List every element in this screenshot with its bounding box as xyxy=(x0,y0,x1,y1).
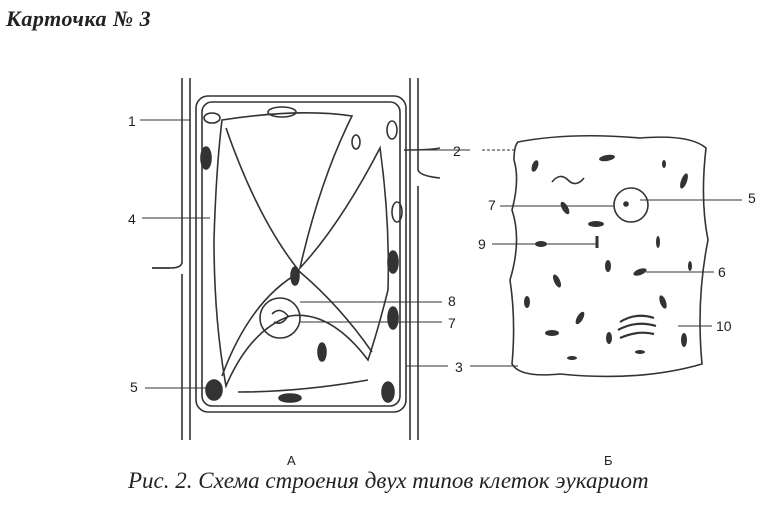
plant-cell xyxy=(152,78,441,440)
label-4: 4 xyxy=(128,211,136,227)
label-5-plant: 5 xyxy=(130,379,138,395)
chloroplast xyxy=(387,306,399,330)
label-7-animal: 7 xyxy=(488,197,496,213)
label-5-animal: 5 xyxy=(748,190,756,206)
figure-caption: Рис. 2. Схема строения двух типов клеток… xyxy=(128,468,649,493)
label-1: 1 xyxy=(128,113,136,129)
animal-nucleus xyxy=(613,187,649,223)
chloroplast xyxy=(200,146,212,170)
label-6: 6 xyxy=(718,264,726,280)
plant-cell-letter: А xyxy=(287,453,296,468)
chloroplast xyxy=(387,250,399,274)
animal-cell-membrane xyxy=(509,134,709,378)
label-7-plant: 7 xyxy=(448,315,456,331)
golgi-apparatus xyxy=(617,314,657,340)
label-10: 10 xyxy=(716,318,732,334)
animal-cell xyxy=(509,134,709,378)
card-title: Карточка № 3 xyxy=(6,6,152,31)
label-2: 2 xyxy=(453,143,461,159)
leader-lines xyxy=(140,119,742,389)
chloroplast xyxy=(278,393,302,403)
chloroplast xyxy=(205,379,223,401)
cell-membrane xyxy=(195,95,407,413)
label-9: 9 xyxy=(478,236,486,252)
vacuole-outline xyxy=(213,112,390,389)
nucleus xyxy=(259,297,301,339)
label-3: 3 xyxy=(455,359,463,375)
chloroplast xyxy=(290,266,300,286)
chloroplast xyxy=(317,342,327,362)
chloroplast xyxy=(381,381,395,403)
label-8: 8 xyxy=(448,293,456,309)
animal-cell-letter: Б xyxy=(604,453,613,468)
